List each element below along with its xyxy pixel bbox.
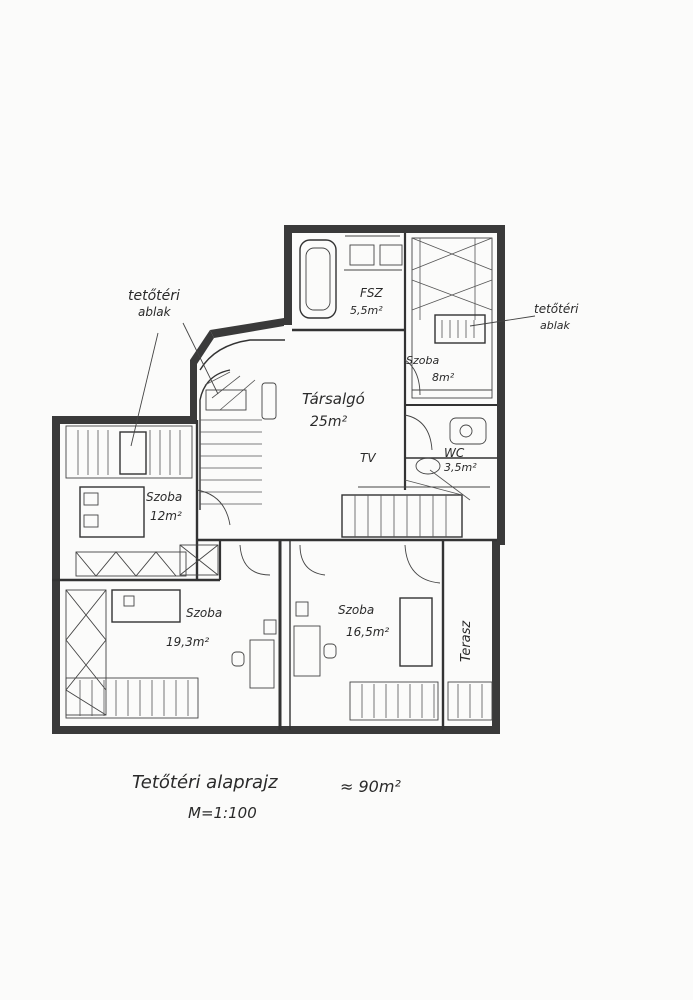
doors [196,359,441,584]
skylight-label-2: ablak [138,305,172,319]
wc-fixtures [415,417,487,475]
skylight-right-label-1: tetőtéri [534,302,579,316]
caption-area: ≈ 90m² [340,777,401,796]
west-room-furniture [65,425,219,577]
sw-room-area: 19,3m² [166,635,209,649]
outer-walls [52,225,505,734]
bath-fixtures [299,235,403,319]
bath-area: 5,5m² [350,304,383,317]
west-room-area: 12m² [150,509,182,523]
small-room-name: Szoba [406,354,439,367]
southwest-room-furniture [65,589,277,719]
east-room-hatch [411,237,493,399]
skylight-right-label-2: ablak [540,319,571,332]
caption: Tetőtéri alaprajz ≈ 90m² M=1:100 [132,772,401,822]
inner-walls [52,233,497,730]
living-room-name: Társalgó [302,390,365,408]
stair-left [199,339,285,510]
terrace-name: Terasz [459,620,474,662]
skylight-label-1: tetőtéri [128,288,180,304]
wc-name: WC [444,446,465,460]
small-room-area: 8m² [432,371,455,384]
s-room-name: Szoba [338,603,374,617]
s-room-area: 16,5m² [346,625,389,639]
wc-area: 3,5m² [444,461,477,474]
bath-name: FSZ [360,286,384,300]
labels: tetőtéri ablak tetőtéri ablak Társalgó 2… [128,286,579,662]
sw-room-name: Szoba [186,606,222,620]
west-room-name: Szoba [146,490,182,504]
caption-scale: M=1:100 [188,804,257,822]
caption-title: Tetőtéri alaprajz [132,772,278,793]
stair-right [341,469,490,538]
living-room-area: 25m² [310,414,347,430]
leader-lines [130,315,536,447]
south-room-furniture [293,597,493,721]
tv-label: TV [360,451,376,465]
